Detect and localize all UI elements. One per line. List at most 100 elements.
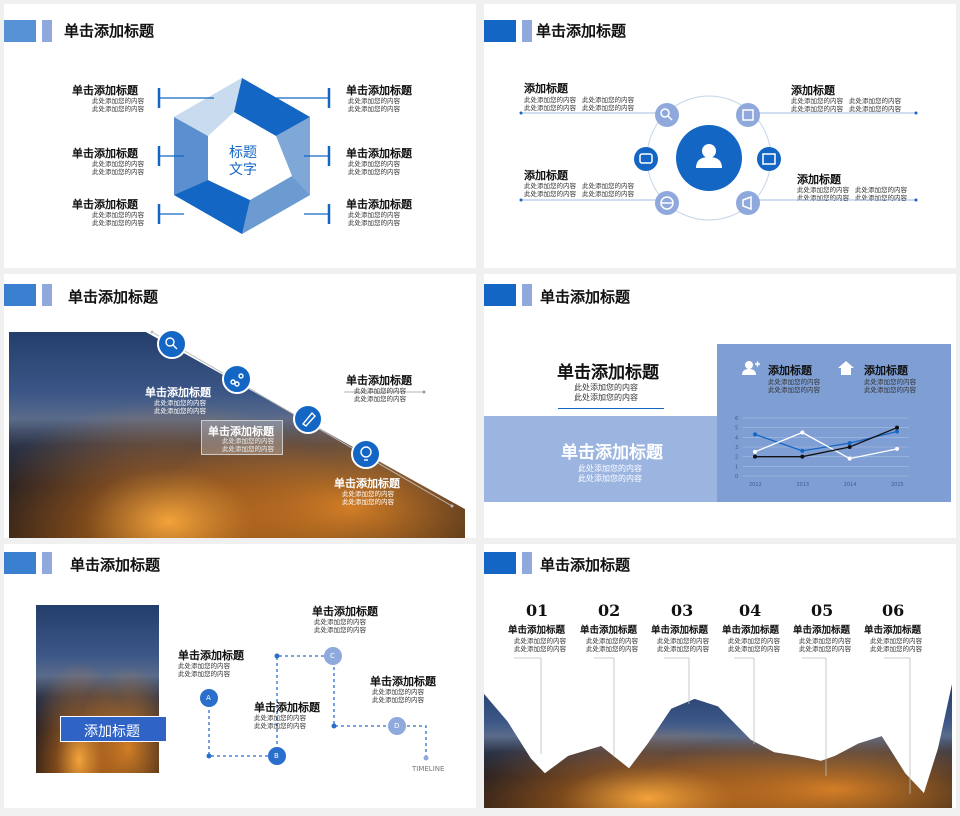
group-text: 此处添加您的内容 — [797, 194, 849, 202]
item-text: 此处添加您的内容 — [92, 160, 144, 168]
step-text: 此处添加您的内容 — [799, 637, 851, 645]
text-box — [201, 420, 283, 455]
add-user-icon — [742, 361, 760, 375]
item-text: 此处添加您的内容 — [348, 97, 400, 105]
marker-a: A — [206, 694, 211, 702]
box-text: 此处添加您的内容 — [578, 464, 642, 473]
item-text: 此处添加您的内容 — [178, 662, 230, 670]
group-text: 此处添加您的内容 — [855, 186, 907, 194]
item-title: 单击添加标题 — [370, 675, 436, 688]
diagonal-line — [150, 329, 454, 508]
item-text: 此处添加您的内容 — [154, 399, 206, 407]
item-text: 此处添加您的内容 — [372, 696, 424, 704]
item-text: 此处添加您的内容 — [314, 626, 366, 634]
item-title: 单击添加标题 — [208, 425, 274, 438]
data-point — [753, 454, 757, 459]
item-text: 此处添加您的内容 — [92, 211, 144, 219]
item-text: 此处添加您的内容 — [348, 168, 400, 176]
box-title: 单击添加标题 — [561, 443, 663, 463]
header-bar — [42, 284, 52, 306]
group-title: 添加标题 — [524, 169, 568, 182]
timeline-label: TIMELINE — [412, 765, 445, 773]
group-text: 此处添加您的内容 — [524, 190, 576, 198]
step-text: 此处添加您的内容 — [728, 637, 780, 645]
header-square — [4, 552, 36, 574]
slide-1[interactable]: 单击添加标题 标题 文字 单击添加标题 此处添加您的内容 此处添加您的内容 单击… — [4, 4, 476, 268]
item-title: 单击添加标题 — [72, 84, 138, 97]
item-text: 此处添加您的内容 — [254, 722, 306, 730]
slide-title: 单击添加标题 — [64, 22, 155, 40]
series-line — [755, 427, 898, 458]
y-tick-label: 4 — [735, 435, 738, 441]
item-text: 此处添加您的内容 — [342, 490, 394, 498]
connector-lines — [157, 88, 331, 224]
y-tick-label: 2 — [735, 455, 738, 461]
left-box — [484, 416, 718, 502]
group-text: 此处添加您的内容 — [582, 104, 634, 112]
group-title: 添加标题 — [797, 173, 841, 186]
step-text: 此处添加您的内容 — [870, 637, 922, 645]
y-tick-label: 5 — [735, 426, 738, 432]
x-tick-label: 2012 — [749, 482, 762, 488]
step-title: 单击添加标题 — [793, 625, 851, 636]
y-tick-label: 6 — [735, 416, 738, 422]
item-title: 单击添加标题 — [254, 701, 320, 714]
slide-title: 单击添加标题 — [540, 288, 631, 306]
step-number: 02 — [598, 601, 621, 620]
slide-6[interactable]: 单击添加标题 01 02 03 04 05 06 单击添加标题 此处添加您的内容… — [484, 544, 956, 808]
slide-title: 单击添加标题 — [536, 22, 627, 40]
item-title: 单击添加标题 — [178, 649, 244, 662]
hexagon-graphic — [174, 78, 310, 234]
y-tick-label: 1 — [735, 464, 738, 470]
panel-label: 添加标题 — [768, 364, 812, 377]
group-text: 此处添加您的内容 — [849, 105, 901, 113]
step-title: 单击添加标题 — [651, 625, 709, 636]
item-title: 单击添加标题 — [346, 84, 412, 97]
divider — [558, 408, 664, 409]
item-text: 此处添加您的内容 — [348, 105, 400, 113]
x-tick-label: 2014 — [844, 482, 857, 488]
group-text: 此处添加您的内容 — [582, 190, 634, 198]
data-point — [895, 446, 899, 451]
main-text: 此处添加您的内容 — [574, 393, 638, 402]
marker-c: C — [330, 652, 335, 660]
slide-2[interactable]: 单击添加标题 添加标题 此处添加您的内容 此处添加您的内容 此处添加您的内容 此… — [484, 4, 956, 268]
hex-center-line-1: 标题 — [229, 145, 257, 161]
slide-5[interactable]: 单击添加标题 添加标题 A B C D TIMELINE 单击添加标题 此处添加… — [4, 544, 476, 808]
slide-title: 单击添加标题 — [540, 556, 631, 574]
data-point — [895, 425, 899, 430]
header-bar — [522, 284, 532, 306]
step-text: 此处添加您的内容 — [586, 637, 638, 645]
slide-4[interactable]: 单击添加标题 单击添加标题 此处添加您的内容 此处添加您的内容 单击添加标题 此… — [484, 274, 956, 538]
group-text: 此处添加您的内容 — [582, 96, 634, 104]
step-title: 单击添加标题 — [508, 625, 566, 636]
group-text: 此处添加您的内容 — [791, 105, 843, 113]
item-text: 此处添加您的内容 — [354, 387, 406, 395]
step-text: 此处添加您的内容 — [586, 645, 638, 653]
step-text: 此处添加您的内容 — [514, 645, 566, 653]
group-text: 此处添加您的内容 — [849, 97, 901, 105]
data-point — [847, 445, 852, 449]
item-text: 此处添加您的内容 — [92, 105, 144, 113]
step-text: 此处添加您的内容 — [514, 637, 566, 645]
panel-text: 此处添加您的内容 — [768, 378, 820, 386]
header-square — [484, 20, 516, 42]
y-tick-label: 0 — [735, 474, 738, 480]
item-text: 此处添加您的内容 — [372, 688, 424, 696]
timeline-path — [200, 647, 429, 765]
series-line — [754, 431, 898, 460]
item-title: 单击添加标题 — [346, 374, 412, 387]
group-text: 此处添加您的内容 — [791, 97, 843, 105]
item-text: 此处添加您的内容 — [222, 445, 274, 453]
photo-label-box — [60, 716, 167, 742]
step-title: 单击添加标题 — [722, 625, 780, 636]
chart-panel — [717, 344, 951, 502]
main-title: 单击添加标题 — [557, 363, 659, 383]
x-tick-label: 2015 — [891, 482, 904, 488]
item-text: 此处添加您的内容 — [92, 168, 144, 176]
slide-3[interactable]: 单击添加标题 单击添加标题 此处添加您的内容 此处添加您的内容 单击添加标题 此… — [4, 274, 476, 538]
step-text: 此处添加您的内容 — [657, 645, 709, 653]
item-title: 单击添加标题 — [346, 147, 412, 160]
data-point — [800, 454, 805, 459]
item-text: 此处添加您的内容 — [354, 395, 406, 403]
